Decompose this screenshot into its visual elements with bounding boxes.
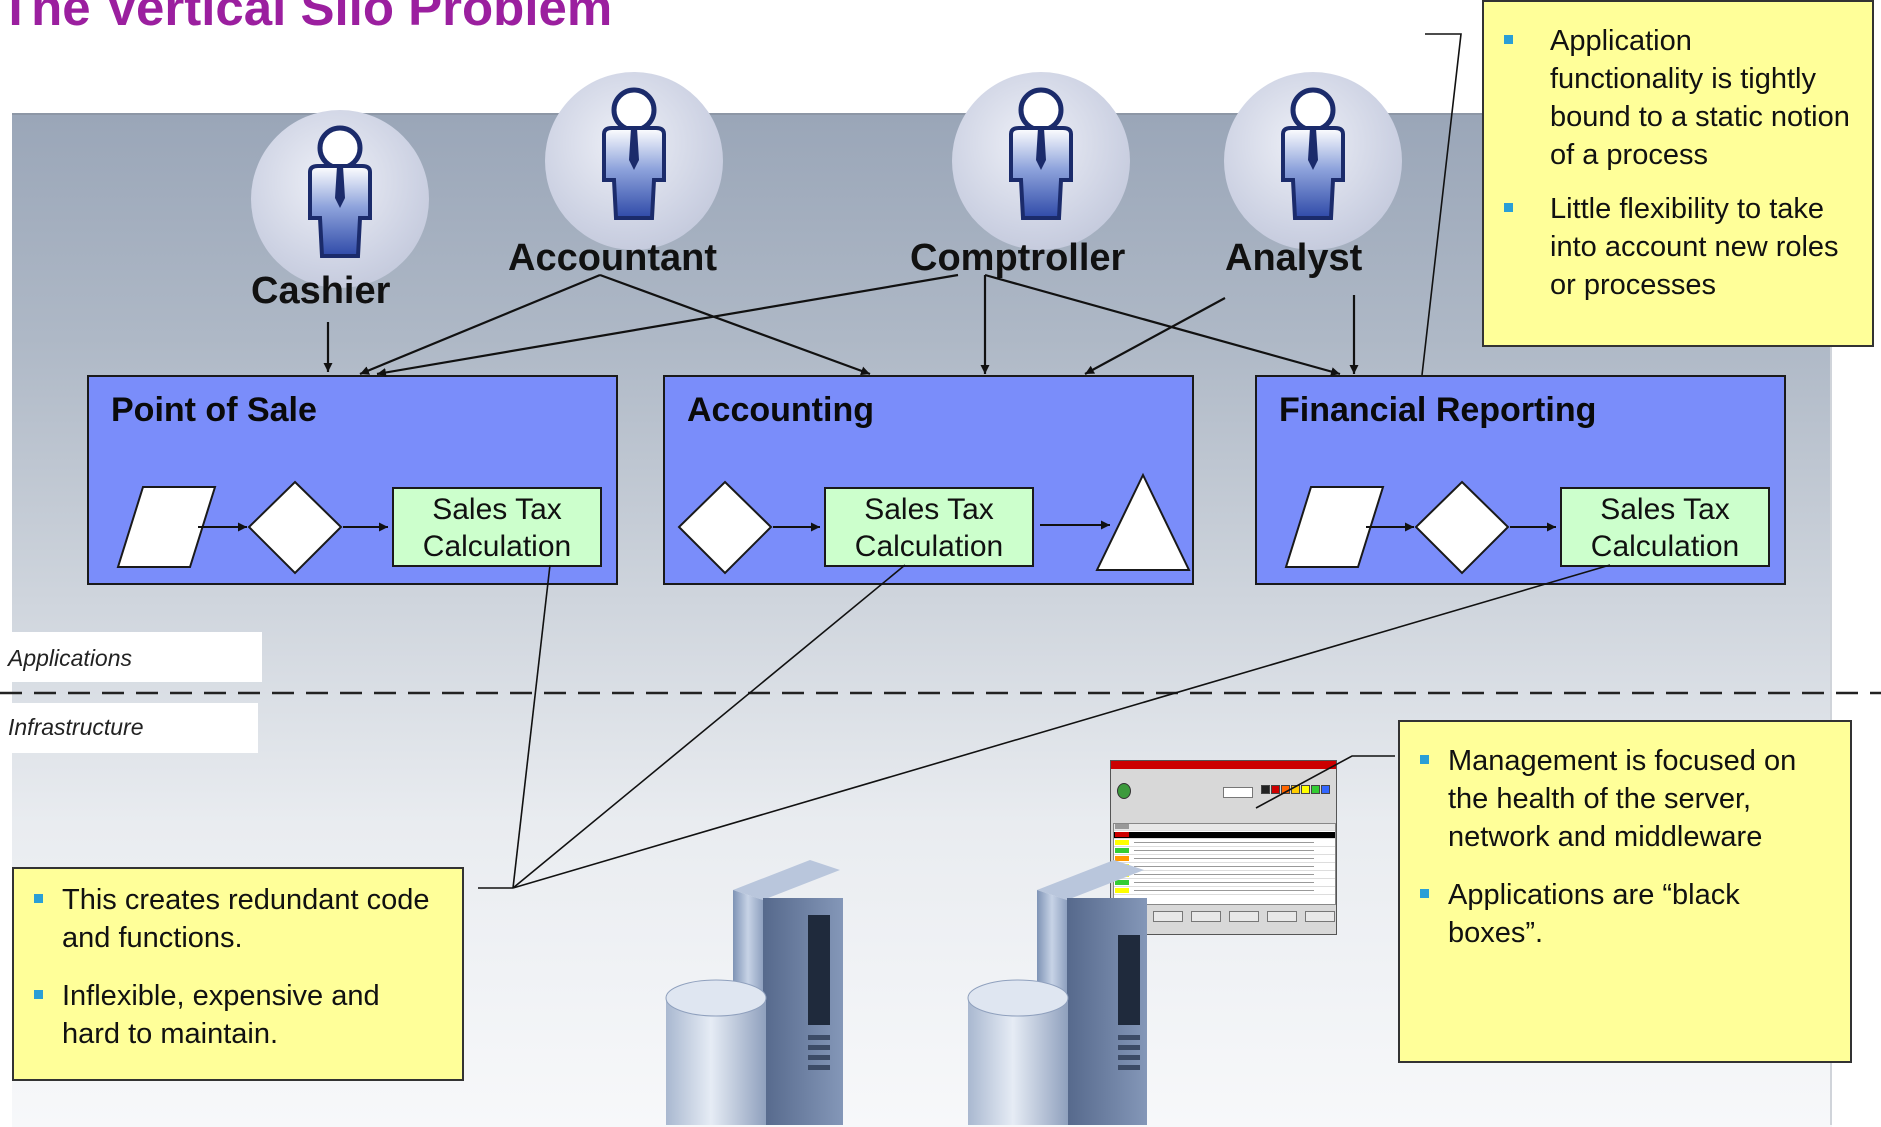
server-icon <box>1037 860 1147 1125</box>
person-icon <box>602 87 666 220</box>
app-box-point-of-sale: Point of Sale Sales Tax Calculation <box>87 375 618 585</box>
person-icon <box>1281 87 1345 220</box>
calc-line-1: Sales Tax <box>1600 493 1730 526</box>
financial-reporting-flow <box>1284 480 1556 575</box>
note-item: Management is focused on the health of t… <box>1420 742 1834 856</box>
note-bottom-right: Management is focused on the health of t… <box>1398 720 1852 1063</box>
role-arrows <box>323 273 1359 377</box>
person-icon <box>308 125 372 258</box>
calc-line-1: Sales Tax <box>864 493 994 526</box>
note-item: Application functionality is tightly bou… <box>1504 22 1852 174</box>
sales-tax-calculation-box-financial-reporting: Sales Tax Calculation <box>1560 487 1770 567</box>
app-title-financial-reporting: Financial Reporting <box>1279 391 1597 429</box>
sales-tax-calculation-box-accounting: Sales Tax Calculation <box>824 487 1034 567</box>
role-label-cashier: Cashier <box>251 270 391 312</box>
background-edge <box>1830 113 1832 1125</box>
database-icon <box>665 979 767 1125</box>
role-label-comptroller: Comptroller <box>910 237 1126 279</box>
calc-line-2: Calculation <box>422 530 572 563</box>
accounting-flow <box>677 472 1191 575</box>
pos-flow <box>116 480 388 575</box>
note-item: Applications are “black boxes”. <box>1420 876 1834 952</box>
note-item: Little flexibility to take into account … <box>1504 190 1852 304</box>
app-title-point-of-sale: Point of Sale <box>111 391 317 429</box>
database-icon <box>967 979 1069 1125</box>
calc-line-2: Calculation <box>1590 530 1740 563</box>
callout-lines <box>478 33 1611 889</box>
note-top-right: Application functionality is tightly bou… <box>1482 0 1874 347</box>
applications-layer-label: Applications <box>0 632 262 682</box>
role-label-accountant: Accountant <box>508 237 717 279</box>
management-console-icon <box>1110 760 1337 935</box>
note-bottom-left: This creates redundant code and function… <box>12 867 464 1081</box>
calc-line-2: Calculation <box>854 530 1004 563</box>
server-icon <box>733 860 843 1125</box>
sales-tax-calculation-box-pos: Sales Tax Calculation <box>392 487 602 567</box>
page-title: The Vertical Silo Problem <box>0 0 613 36</box>
person-icon <box>1009 87 1073 220</box>
calc-line-1: Sales Tax <box>432 493 562 526</box>
app-box-accounting: Accounting Sales Tax Calculation <box>663 375 1194 585</box>
app-title-accounting: Accounting <box>687 391 874 429</box>
infrastructure-layer-label: Infrastructure <box>0 703 258 753</box>
note-item: This creates redundant code and function… <box>34 881 442 957</box>
note-item: Inflexible, expensive and hard to mainta… <box>34 977 442 1053</box>
role-label-analyst: Analyst <box>1225 237 1363 279</box>
